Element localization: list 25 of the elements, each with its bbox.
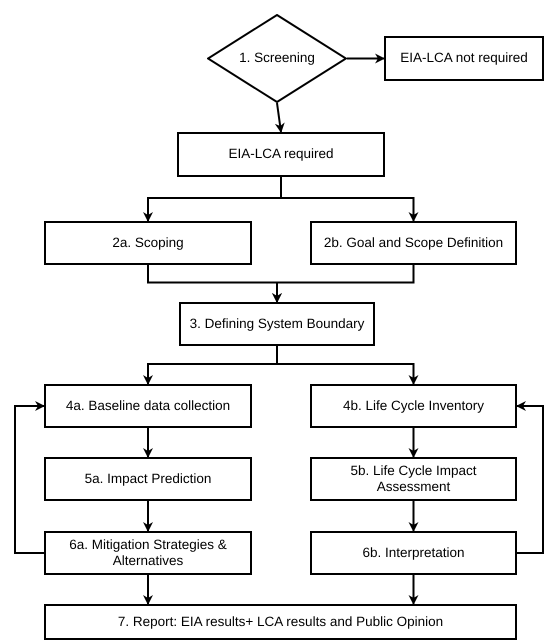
process-box: EIA-LCA required <box>177 132 385 177</box>
arrow <box>272 265 414 303</box>
arrow <box>280 177 418 222</box>
arrow <box>408 575 418 605</box>
decision-diamond: 1. Screening <box>207 14 347 103</box>
process-box: 5b. Life Cycle Impact Assessment <box>310 457 517 501</box>
arrow <box>408 428 418 458</box>
process-box: 6b. Interpretation <box>310 531 517 575</box>
process-box: 6a. Mitigation Strategies & Alternatives <box>44 531 252 575</box>
arrow <box>143 428 153 458</box>
arrow <box>274 102 285 133</box>
process-box: 3. Defining System Boundary <box>179 302 375 346</box>
process-box: 4a. Baseline data collection <box>44 384 252 428</box>
process-box: 2a. Scoping <box>44 221 252 265</box>
arrow <box>14 401 45 554</box>
process-box: 5a. Impact Prediction <box>44 457 252 501</box>
process-box: EIA-LCA not required <box>384 36 544 81</box>
process-box: 7. Report: EIA results+ LCA results and Public Opinion <box>44 604 517 640</box>
process-box: 2b. Goal and Scope Definition <box>310 221 517 265</box>
arrow <box>143 575 153 605</box>
arrow <box>143 501 153 532</box>
arrow <box>408 501 418 532</box>
process-box: 4b. Life Cycle Inventory <box>310 384 517 428</box>
arrow <box>347 54 385 64</box>
arrow <box>516 401 544 554</box>
